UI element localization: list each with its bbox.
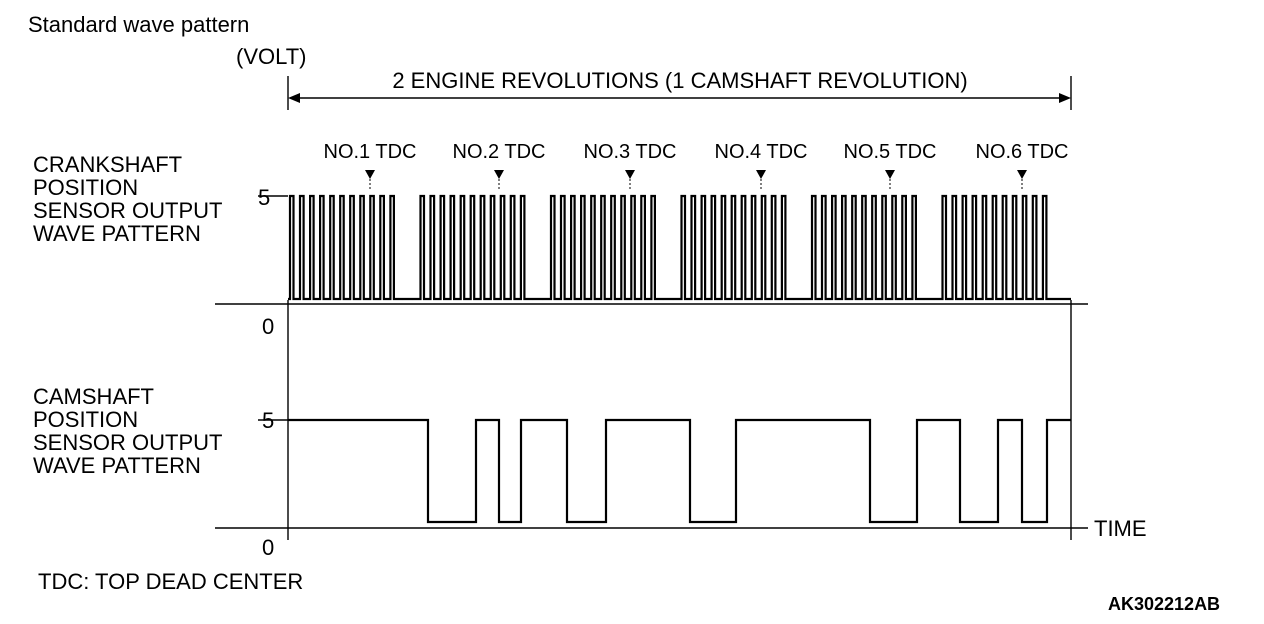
tdc-markers: NO.1 TDC NO.2 TDC NO.3 TDC NO.4 TDC NO.5 TDC… (324, 141, 1069, 191)
crank-label-line-4: WAVE PATTERN (33, 221, 201, 246)
tdc-pointer-icon (625, 170, 635, 179)
crank-high-label: 5 (258, 185, 270, 210)
tdc-pointer-icon (365, 170, 375, 179)
crank-low-label: 0 (262, 314, 274, 339)
crank-label-line-1: CRANKSHAFT (33, 152, 182, 177)
cam-low-label: 0 (262, 535, 274, 560)
camshaft-waveform (288, 418, 1071, 524)
tdc-label-3: NO.3 TDC (584, 141, 677, 163)
diagram-title: Standard wave pattern (28, 12, 249, 37)
tdc-label-1: NO.1 TDC (324, 141, 417, 163)
crank-label-line-2: POSITION (33, 175, 138, 200)
cam-label-line-1: CAMSHAFT (33, 384, 154, 409)
tdc-label-2: NO.2 TDC (453, 141, 546, 163)
cam-label-line-4: WAVE PATTERN (33, 453, 201, 478)
crankshaft-waveform (288, 194, 1071, 301)
span-label: 2 ENGINE REVOLUTIONS (1 CAMSHAFT REVOLUT… (392, 68, 967, 93)
tdc-pointer-icon (494, 170, 504, 179)
span-arrow-right-icon (1059, 93, 1071, 103)
tdc-pointer-icon (885, 170, 895, 179)
crank-label-line-3: SENSOR OUTPUT (33, 198, 222, 223)
figure-id: AK302212AB (1108, 594, 1220, 614)
y-unit-label: (VOLT) (236, 44, 306, 69)
cam-label-line-2: POSITION (33, 407, 138, 432)
time-axis-label: TIME (1094, 516, 1147, 541)
cam-label-line-3: SENSOR OUTPUT (33, 430, 222, 455)
tdc-label-5: NO.5 TDC (844, 141, 937, 163)
revolution-span: 2 ENGINE REVOLUTIONS (1 CAMSHAFT REVOLUT… (287, 68, 1072, 110)
tdc-pointer-icon (756, 170, 766, 179)
footnote: TDC: TOP DEAD CENTER (38, 569, 303, 594)
tdc-label-6: NO.6 TDC (976, 141, 1069, 163)
tdc-label-4: NO.4 TDC (715, 141, 808, 163)
tdc-pointer-icon (1017, 170, 1027, 179)
span-arrow-left-icon (288, 93, 300, 103)
